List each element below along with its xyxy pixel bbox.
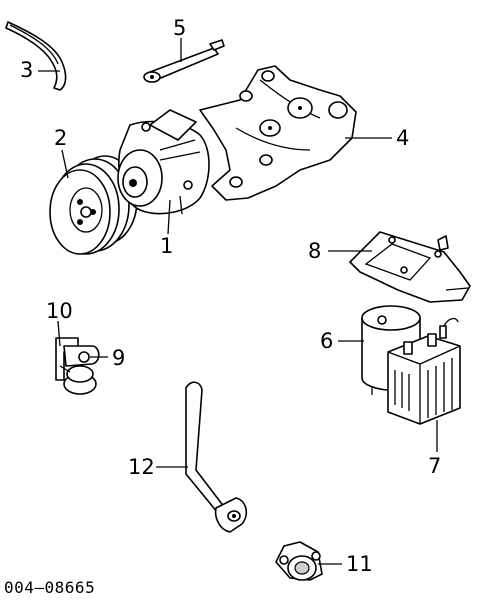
- callout-3: 3: [20, 58, 34, 82]
- leader-1: [167, 199, 171, 235]
- tube-illustration: [185, 381, 248, 533]
- callout-12: 12: [128, 455, 155, 479]
- strap-illustration: [143, 39, 225, 83]
- callout-2: 2: [54, 126, 68, 150]
- callout-10: 10: [46, 299, 73, 323]
- callout-5: 5: [173, 16, 187, 40]
- valve-illustration: [55, 337, 100, 395]
- callout-8: 8: [308, 239, 322, 263]
- callout-4: 4: [396, 126, 410, 150]
- leader-2: [61, 149, 69, 179]
- leader-10: [57, 320, 61, 347]
- pulley-illustration: [49, 155, 138, 255]
- callout-11: 11: [346, 552, 373, 576]
- housing-illustration: [387, 317, 461, 425]
- callout-9: 9: [112, 346, 126, 370]
- callout-1: 1: [160, 234, 174, 258]
- callout-7: 7: [428, 454, 442, 478]
- canister-bracket-illustration: [349, 231, 471, 303]
- fitting-illustration: [275, 541, 323, 581]
- drive-belt-illustration: [5, 21, 67, 91]
- pump-illustration: [117, 109, 210, 215]
- bracket-illustration: [199, 65, 357, 201]
- callout-6: 6: [320, 329, 334, 353]
- figure-id: 004—08665: [4, 578, 96, 597]
